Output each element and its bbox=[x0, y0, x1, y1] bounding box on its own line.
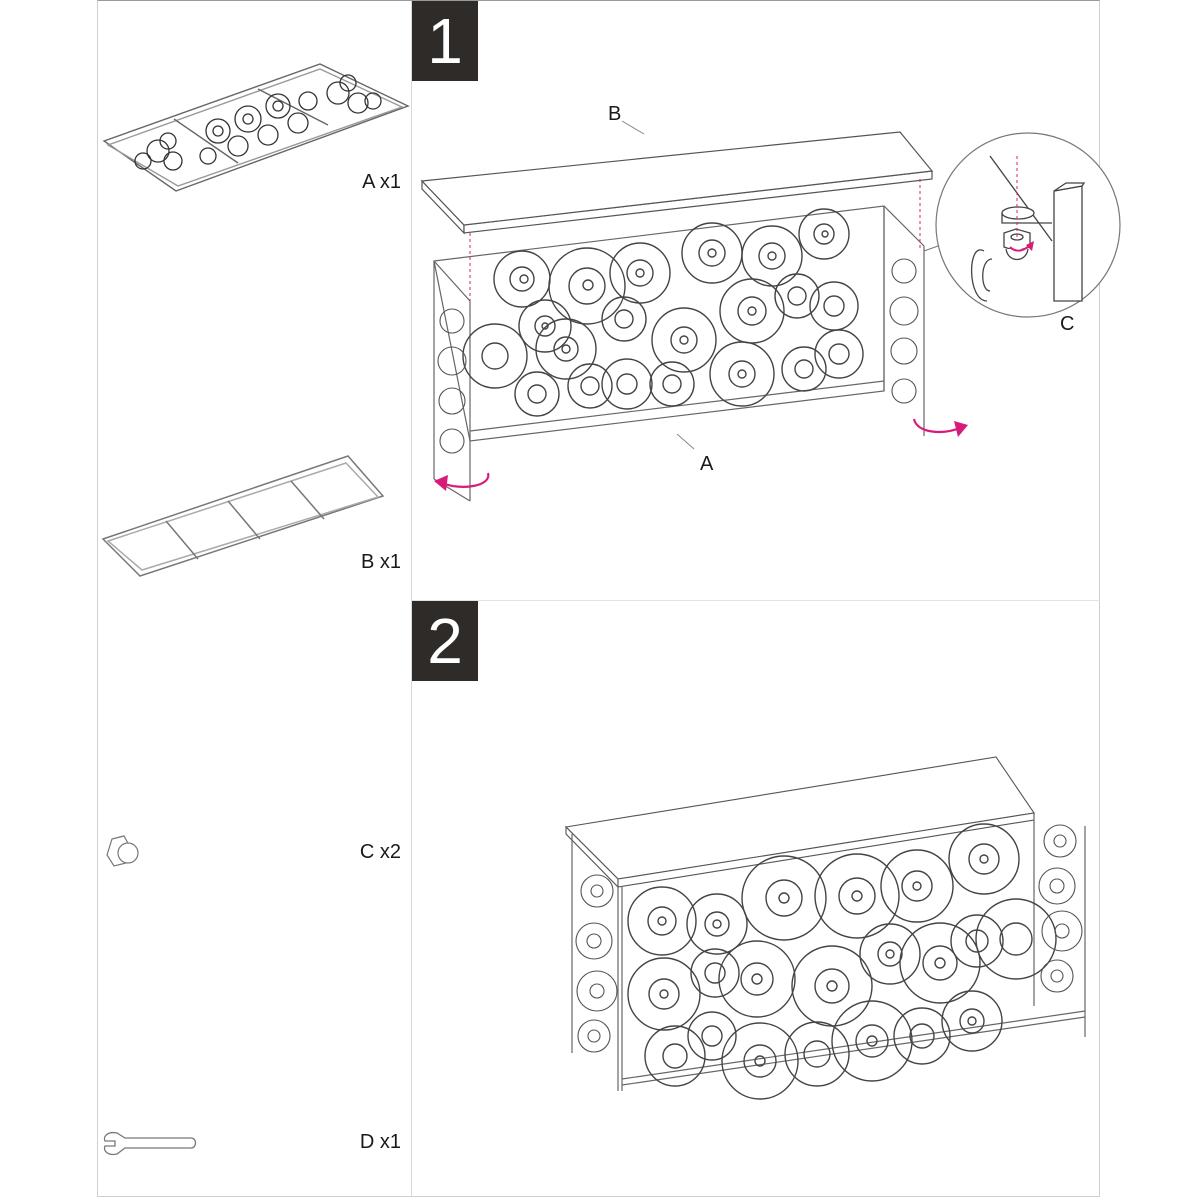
part-c: C x2 bbox=[98, 831, 411, 881]
part-b: B x1 bbox=[98, 451, 411, 581]
steps-area: 1 B A C bbox=[412, 1, 1121, 1197]
scroll-panel-frame-icon bbox=[102, 63, 410, 192]
part-a-label: A x1 bbox=[362, 171, 401, 193]
parts-list: A x1 B x1 C x2 bbox=[98, 1, 412, 1196]
step-1-badge: 1 bbox=[412, 1, 478, 81]
part-a: A x1 bbox=[98, 61, 411, 201]
detail-magnifier-icon bbox=[923, 132, 1121, 318]
step-2: 2 bbox=[412, 601, 1100, 1197]
instruction-sheet: A x1 B x1 C x2 bbox=[97, 0, 1121, 1197]
wrench-icon bbox=[103, 1131, 197, 1156]
step-1-illustration bbox=[420, 120, 1121, 502]
part-c-label: C x2 bbox=[359, 841, 401, 863]
tabletop-frame-icon bbox=[101, 455, 385, 577]
cap-nut-icon bbox=[106, 835, 139, 867]
part-d: D x1 bbox=[98, 1126, 411, 1166]
part-b-label: B x1 bbox=[360, 551, 401, 573]
rotate-arrow-right-icon bbox=[954, 421, 968, 437]
part-d-label: D x1 bbox=[359, 1131, 401, 1153]
callout-a: A bbox=[700, 453, 714, 475]
step-1: 1 B A C bbox=[412, 1, 1121, 601]
rotate-arrow-left-icon bbox=[434, 475, 448, 491]
callout-b: B bbox=[608, 103, 622, 125]
step-2-illustration bbox=[564, 756, 1086, 1100]
step-2-badge: 2 bbox=[412, 601, 478, 681]
callout-c: C bbox=[1060, 313, 1075, 335]
